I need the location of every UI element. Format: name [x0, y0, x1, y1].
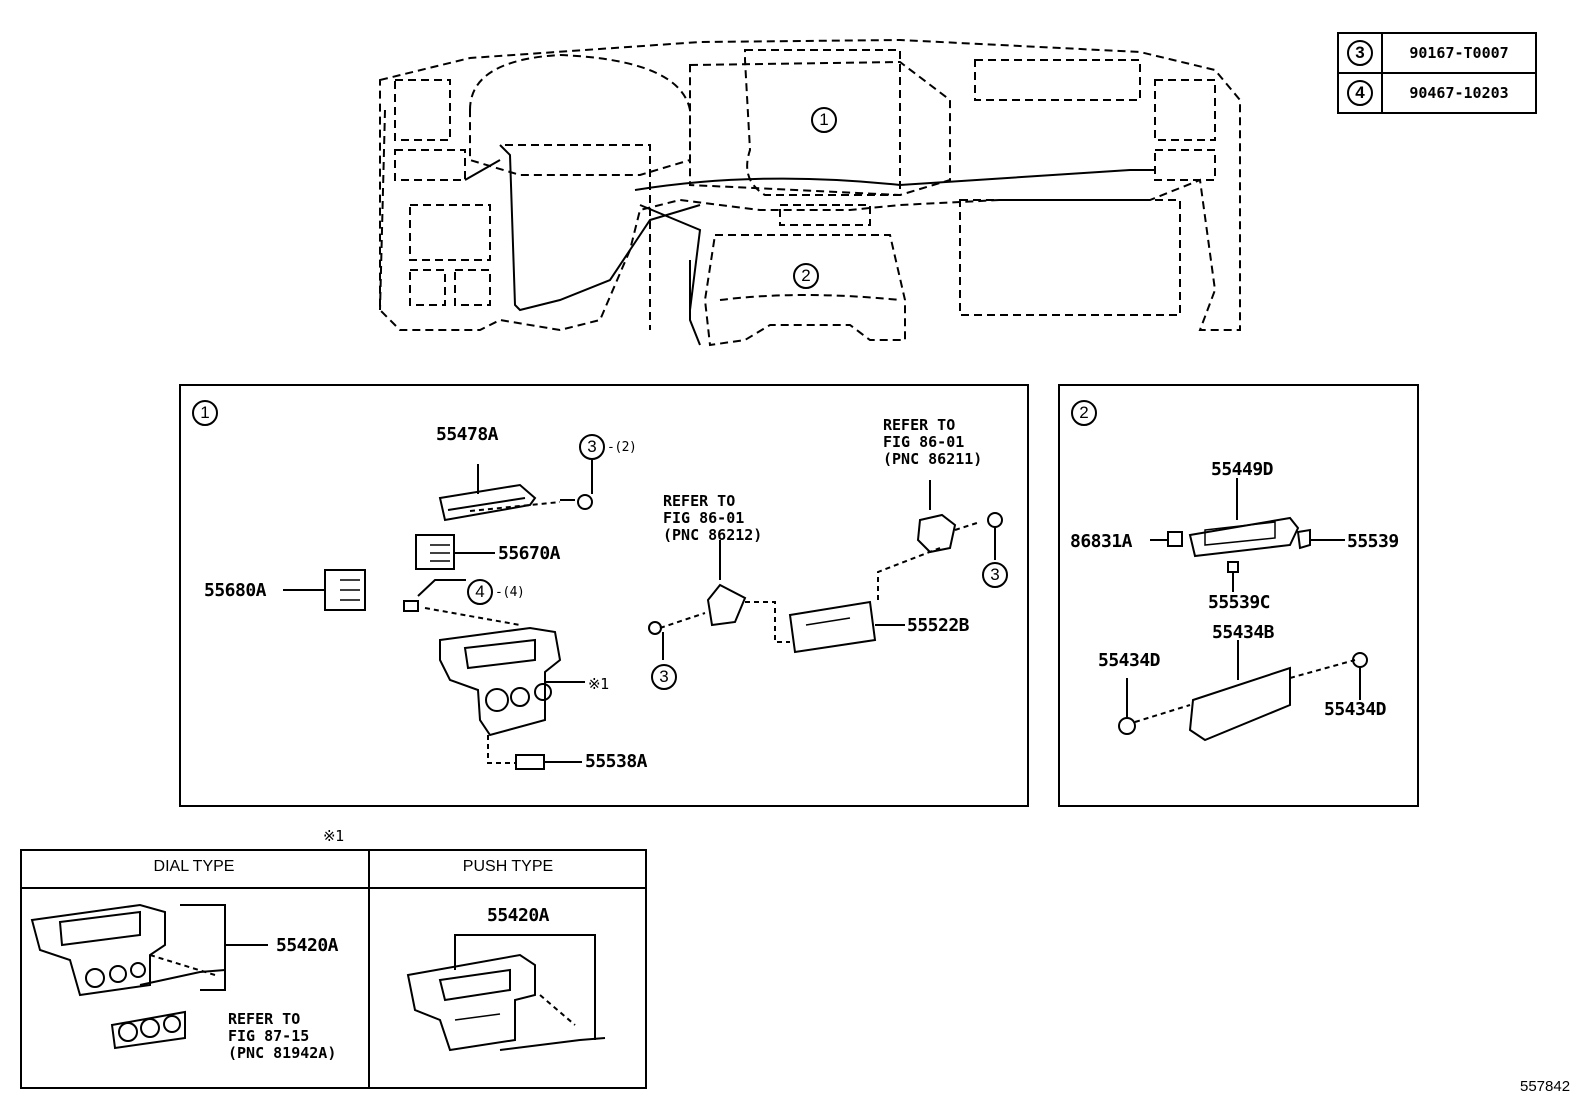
clip-4: 4 — [467, 579, 493, 605]
legend-part: 90467-10203 — [1381, 72, 1537, 114]
part-55539C: 55539C — [1208, 592, 1271, 613]
clip-4-qty: -(4) — [495, 585, 525, 600]
refer-line: REFER TO — [228, 1010, 301, 1028]
refer-line: FIG 86-01 — [883, 433, 965, 451]
callout-2: 2 — [793, 263, 819, 289]
dial-part-55420A: 55420A — [276, 935, 339, 956]
panel-2-badge: 2 — [1071, 400, 1097, 426]
part-55522B: 55522B — [907, 615, 970, 636]
refer-line: FIG 87-15 — [228, 1027, 310, 1045]
note-table-mark: ※1 — [323, 827, 344, 845]
legend-part: 90167-T0007 — [1381, 32, 1537, 74]
panel-2-frame — [1058, 384, 1419, 807]
note-table-header-divider — [20, 887, 647, 889]
part-55449D: 55449D — [1211, 459, 1274, 480]
refer-line: REFER TO — [883, 416, 956, 434]
legend-row: 3 90167-T0007 — [1337, 32, 1537, 74]
part-55680A: 55680A — [204, 580, 267, 601]
note-table-column-divider — [368, 849, 370, 1089]
part-55434D-left: 55434D — [1098, 650, 1161, 671]
dashboard-outline — [379, 38, 1241, 347]
note-table — [20, 849, 647, 1089]
refer-line: (PNC 81942A) — [228, 1044, 337, 1062]
panel-1-badge: 1 — [192, 400, 218, 426]
legend-table: 3 90167-T0007 4 90467-10203 — [1337, 32, 1537, 114]
screw-3-top-qty: -(2) — [607, 440, 637, 455]
figure-id: 557842 — [1520, 1078, 1571, 1095]
part-55538A: 55538A — [585, 751, 648, 772]
refer-line: FIG 86-01 — [663, 509, 745, 527]
legend-ref: 3 — [1347, 40, 1373, 66]
push-type-header: PUSH TYPE — [462, 858, 554, 875]
dial-type-header: DIAL TYPE — [153, 858, 235, 875]
legend-row: 4 90467-10203 — [1337, 72, 1537, 114]
part-55434B: 55434B — [1212, 622, 1275, 643]
refer-line: (PNC 86211) — [883, 450, 983, 468]
refer-line: REFER TO — [663, 492, 736, 510]
panel-1-frame — [179, 384, 1029, 807]
part-55670A: 55670A — [498, 543, 561, 564]
screw-3-mid: 3 — [651, 664, 677, 690]
screw-3-right: 3 — [982, 562, 1008, 588]
callout-1: 1 — [811, 107, 837, 133]
screw-3-top: 3 — [579, 434, 605, 460]
refer-line: (PNC 86212) — [663, 526, 763, 544]
push-part-55420A: 55420A — [487, 905, 550, 926]
part-55434D-right: 55434D — [1324, 699, 1387, 720]
note-mark-1: ※1 — [588, 675, 609, 693]
part-55478A: 55478A — [436, 424, 499, 445]
legend-ref: 4 — [1347, 80, 1373, 106]
part-55539: 55539 — [1347, 531, 1399, 552]
part-86831A: 86831A — [1070, 531, 1133, 552]
